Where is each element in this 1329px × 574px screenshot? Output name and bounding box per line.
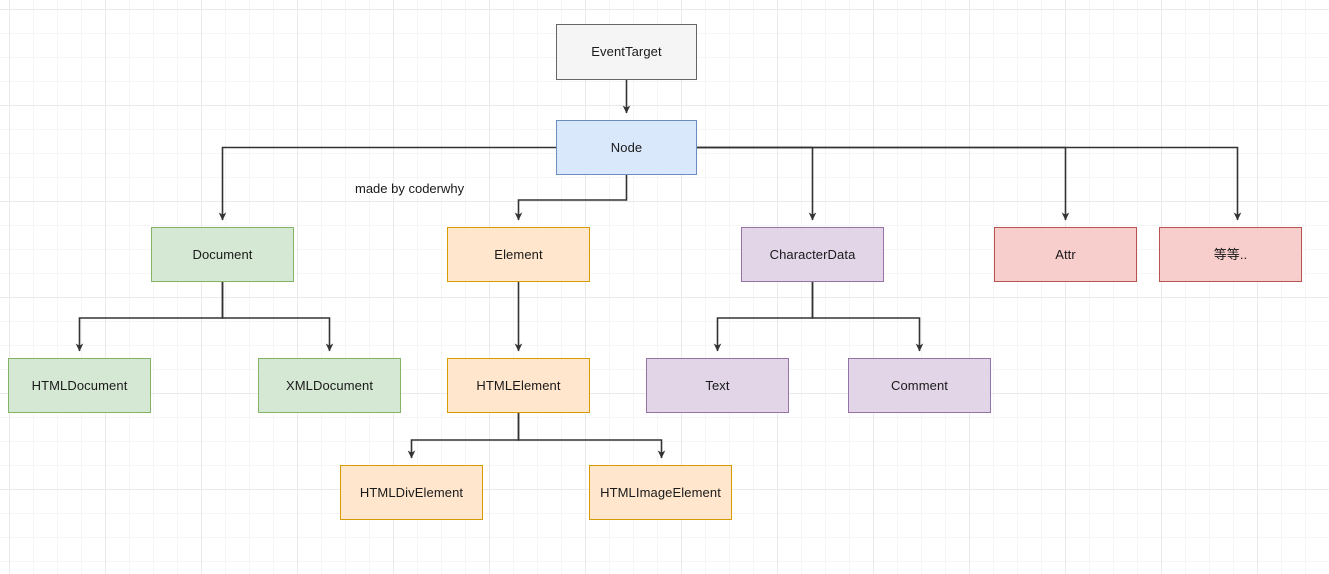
edge-node-attr [697, 146, 1070, 221]
node-label-element: Element [494, 246, 543, 262]
node-label-htmldocument: HTMLDocument [31, 377, 128, 393]
node-label-htmldivelement: HTMLDivElement [359, 484, 464, 500]
node-label-comment: Comment [890, 377, 949, 393]
edge-htmlelement-htmlimage [517, 413, 666, 459]
node-box-htmldocument[interactable]: HTMLDocument [8, 358, 151, 413]
node-box-eventtarget[interactable]: EventTarget [556, 24, 697, 80]
edge-document-htmldocument [75, 282, 224, 352]
node-box-htmlimageelement[interactable]: HTMLImageElement [589, 465, 732, 520]
node-box-characterdata[interactable]: CharacterData [741, 227, 884, 282]
node-label-eventtarget: EventTarget [591, 44, 662, 60]
node-box-element[interactable]: Element [447, 227, 590, 282]
edge-node-characterdata [697, 146, 817, 221]
edge-characterdata-comment [811, 282, 924, 352]
node-box-htmlelement[interactable]: HTMLElement [447, 358, 590, 413]
node-label-xmldocument: XMLDocument [285, 377, 374, 393]
node-label-characterdata: CharacterData [769, 246, 856, 262]
node-box-xmldocument[interactable]: XMLDocument [258, 358, 401, 413]
edge-document-xmldocument [221, 282, 334, 352]
node-label-htmlelement: HTMLElement [476, 377, 561, 393]
node-label-etc: 等等.. [1213, 246, 1248, 262]
node-label-node: Node [610, 139, 643, 155]
node-box-text[interactable]: Text [646, 358, 789, 413]
node-box-htmldivelement[interactable]: HTMLDivElement [340, 465, 483, 520]
edge-characterdata-text [713, 282, 814, 352]
node-label-attr: Attr [1055, 246, 1076, 262]
node-box-etc[interactable]: 等等.. [1159, 227, 1302, 282]
node-label-text: Text [705, 377, 730, 393]
node-label-htmlimageelement: HTMLImageElement [600, 484, 721, 500]
attribution-label: made by coderwhy [355, 181, 465, 196]
node-box-document[interactable]: Document [151, 227, 294, 282]
edge-htmlelement-htmldiv [407, 413, 520, 459]
node-box-attr[interactable]: Attr [994, 227, 1137, 282]
node-label-document: Document [192, 246, 253, 262]
edge-node-etc [697, 146, 1242, 221]
edge-node-element [514, 175, 628, 221]
node-box-comment[interactable]: Comment [848, 358, 991, 413]
node-box-node[interactable]: Node [556, 120, 697, 175]
